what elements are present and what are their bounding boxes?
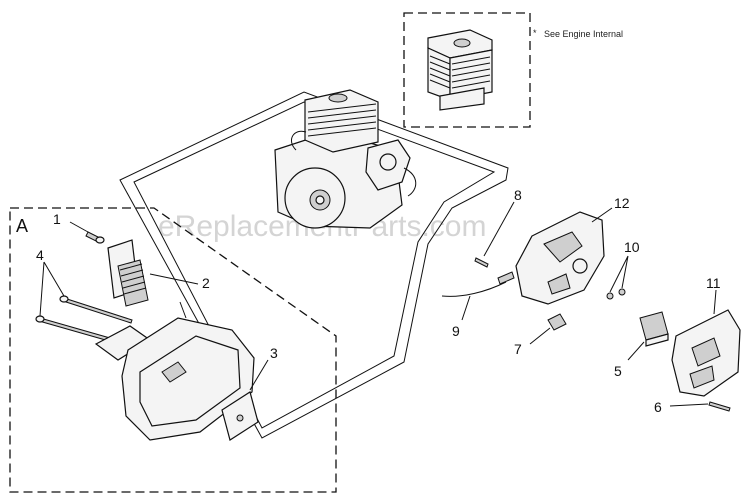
inset-cylinder-drawing <box>427 29 493 111</box>
callout-11: 11 <box>706 275 721 291</box>
engine-assembly <box>274 89 417 229</box>
callout-3: 3 <box>270 345 278 361</box>
part-12-housing: 12 <box>515 195 630 305</box>
group-a-label: A <box>16 216 28 236</box>
callout-10: 10 <box>624 239 640 255</box>
part-2-screen: 2 <box>107 239 210 307</box>
callout-5: 5 <box>614 363 622 379</box>
part-10-screws: 10 <box>606 239 640 300</box>
callout-8: 8 <box>514 187 522 203</box>
callout-7: 7 <box>514 341 522 357</box>
part-3-plate: 3 <box>221 345 278 441</box>
see-engine-internal-note: See Engine Internal <box>544 29 623 39</box>
part-11-cover: 11 <box>671 275 741 397</box>
part-6-pin: 6 <box>654 399 731 415</box>
part-1-screw: 1 <box>53 211 105 244</box>
engine-internal-inset: * See Engine Internal <box>403 12 623 128</box>
see-engine-internal-star: * <box>533 28 537 38</box>
callout-4: 4 <box>36 247 44 263</box>
muffler <box>94 301 255 441</box>
callout-6: 6 <box>654 399 662 415</box>
part-7-block: 7 <box>514 313 567 357</box>
part-4-bolts: 4 <box>35 247 133 346</box>
callout-12: 12 <box>614 195 630 211</box>
part-5-filter: 5 <box>614 311 669 379</box>
callout-9: 9 <box>452 323 460 339</box>
part-9-cable: 9 <box>441 271 515 339</box>
part-8-screw: 8 <box>474 187 522 268</box>
callout-2: 2 <box>202 275 210 291</box>
callout-1: 1 <box>53 211 61 227</box>
group-a-outline: A <box>9 207 337 493</box>
